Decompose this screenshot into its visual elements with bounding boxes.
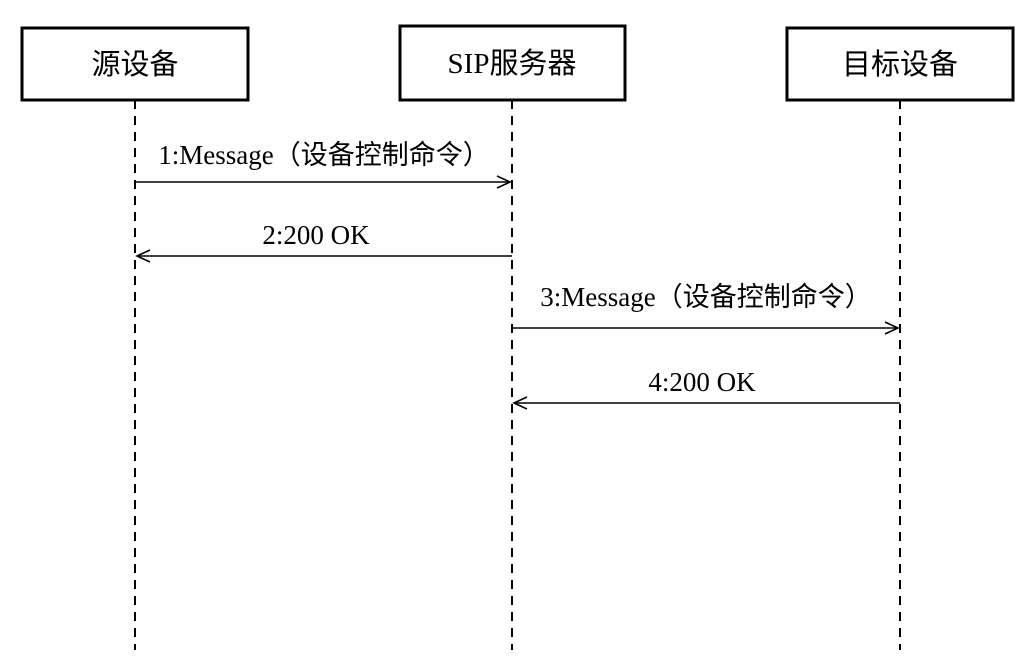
message-2: 2:200 OK: [135, 220, 512, 263]
message-4: 4:200 OK: [512, 367, 900, 410]
actor-sip-server: SIP服务器: [398, 24, 627, 102]
actor-target-device: 目标设备: [785, 26, 1015, 102]
message-3-label: 3:Message（设备控制命令）: [540, 282, 871, 312]
actor-box-sip-server: [398, 24, 627, 102]
message-3: 3:Message（设备控制命令）: [512, 282, 900, 335]
message-4-label: 4:200 OK: [648, 367, 756, 397]
actor-label-source-device: 源设备: [91, 48, 178, 81]
message-1: 1:Message（设备控制命令）: [135, 140, 512, 189]
actor-source-device: 源设备: [20, 26, 250, 102]
actor-box-source-device: [20, 26, 250, 102]
actor-box-target-device: [785, 26, 1015, 102]
actor-label-target-device: 目标设备: [842, 48, 958, 81]
message-1-label: 1:Message（设备控制命令）: [158, 140, 489, 170]
message-2-label: 2:200 OK: [262, 220, 370, 250]
actor-label-sip-server: SIP服务器: [448, 47, 577, 80]
